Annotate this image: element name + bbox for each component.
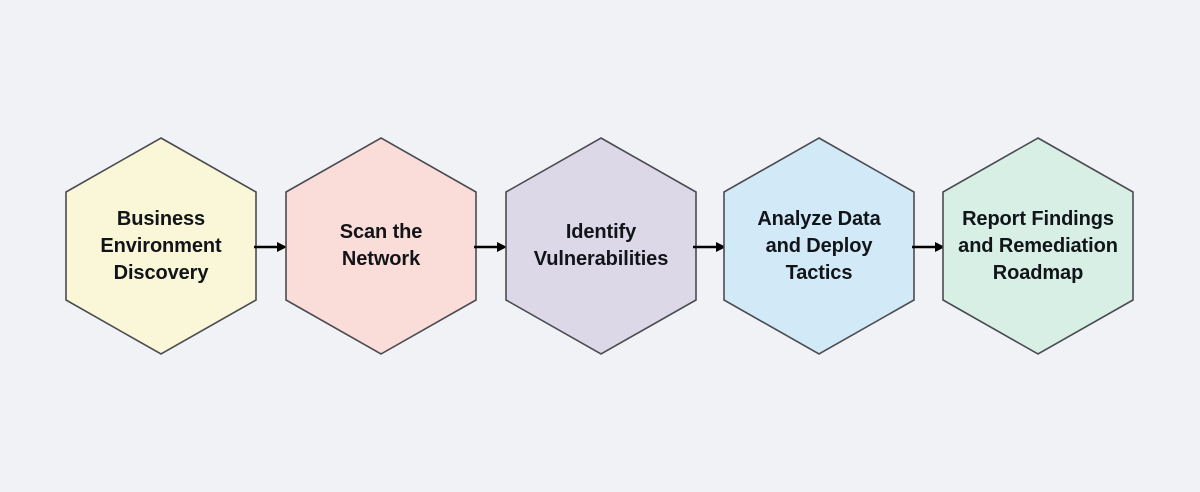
connector-arrow-2	[474, 238, 508, 256]
flow-node-label: Identify Vulnerabilities	[533, 221, 669, 270]
hexagon-shape-icon	[285, 137, 477, 355]
hexagon-shape-icon	[942, 137, 1134, 355]
flow-node-analyze-data-and-deploy-tactics[interactable]: Analyze Data and Deploy Tactics	[723, 137, 915, 355]
connector-arrow-4	[912, 238, 946, 256]
flow-node-label: Report Findings and Remediation Roadmap	[958, 207, 1118, 284]
hexagon-polygon-1	[65, 137, 257, 355]
flow-node-scan-the-network[interactable]: Scan the Network	[285, 137, 477, 355]
flow-node-report-findings-and-remediation-roadmap[interactable]: Report Findings and Remediation Roadmap	[942, 137, 1134, 355]
arrow-right-icon	[254, 242, 287, 252]
hexagon-polygon-2	[285, 137, 477, 355]
hexagon-polygon-3	[505, 137, 697, 355]
flow-node-label: Scan the Network	[339, 221, 423, 270]
arrow-right-icon	[474, 242, 507, 252]
hexagon-shape-icon	[723, 137, 915, 355]
arrow-right-icon	[693, 242, 726, 252]
arrow-right-icon	[912, 242, 945, 252]
flow-node-business-environment-discovery[interactable]: Business Environment Discovery	[65, 137, 257, 355]
hexagon-polygon-4	[723, 137, 915, 355]
flow-node-label: Business Environment Discovery	[100, 207, 222, 284]
hexagon-polygon-5	[942, 137, 1134, 355]
connector-arrow-3	[693, 238, 727, 256]
hexagon-shape-icon	[65, 137, 257, 355]
flow-node-identify-vulnerabilities[interactable]: Identify Vulnerabilities	[505, 137, 697, 355]
flow-node-label: Analyze Data and Deploy Tactics	[757, 207, 881, 284]
hexagon-shape-icon	[505, 137, 697, 355]
connector-arrow-1	[254, 238, 288, 256]
